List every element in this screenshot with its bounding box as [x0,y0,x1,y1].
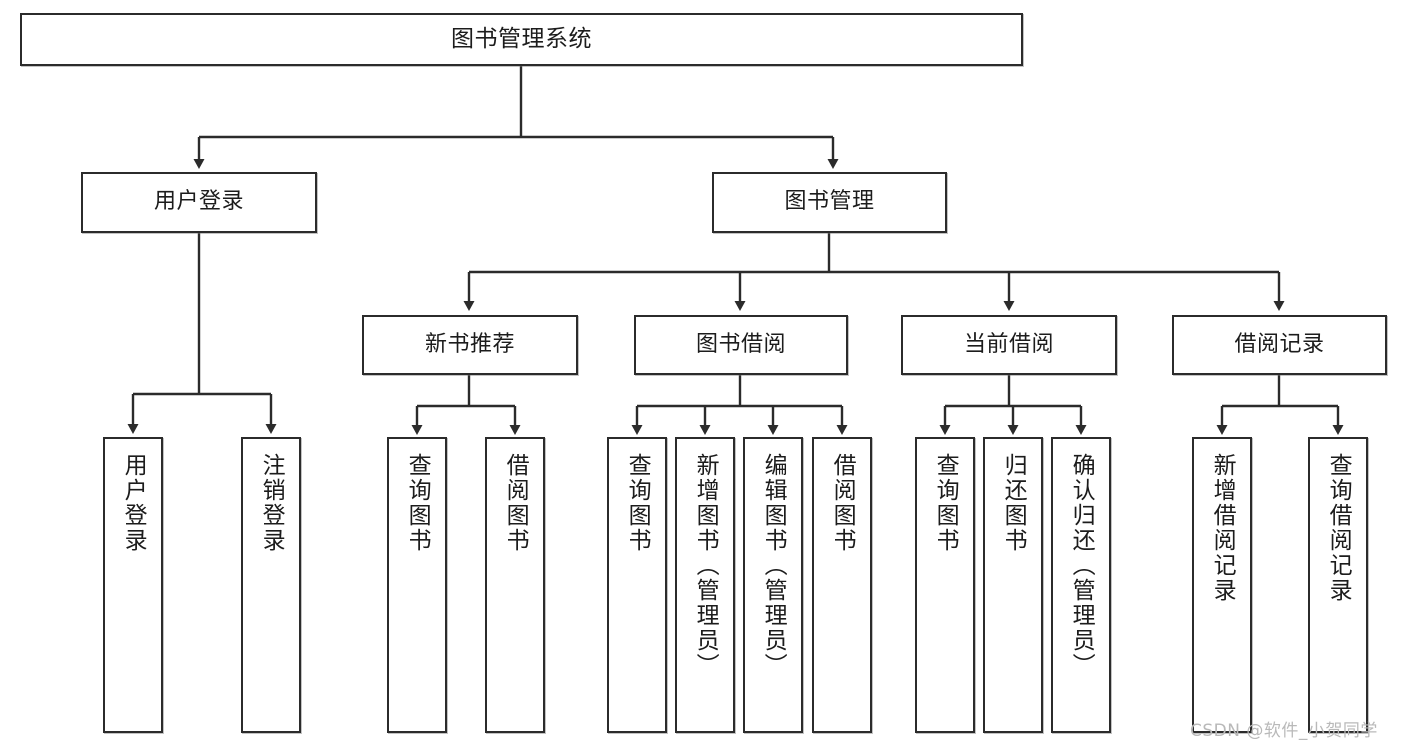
leaf-user-login-login[interactable]: 用户登录 [103,437,163,733]
node-label: 借阅图书 [502,453,529,553]
node-label: 新增借阅记录 [1209,453,1236,603]
leaf-current-borrow-confirm-return-admin[interactable]: 确认归还（管理员） [1051,437,1111,733]
node-label: 查询图书 [404,453,431,553]
node-label: 借阅记录 [1234,331,1325,357]
node-borrowing-record[interactable]: 借阅记录 [1172,315,1387,375]
leaf-book-borrow-edit-book-admin[interactable]: 编辑图书（管理员） [743,437,803,733]
node-label: 用户登录 [153,189,244,215]
leaf-borrow-record-query-record[interactable]: 查询借阅记录 [1308,437,1368,733]
node-label: 查询借阅记录 [1325,453,1352,603]
csdn-watermark: CSDN @软件_小贺同学 [1190,721,1378,741]
node-label: 借阅图书 [829,453,856,553]
node-label: 确认归还（管理员） [1068,453,1095,678]
node-label: 注销登录 [258,453,285,553]
node-book-borrowing[interactable]: 图书借阅 [634,315,848,375]
leaf-new-book-query-book[interactable]: 查询图书 [387,437,447,733]
node-label: 编辑图书（管理员） [760,453,787,678]
node-new-book-recommendation[interactable]: 新书推荐 [362,315,578,375]
node-label: 新书推荐 [424,331,515,357]
node-label: 查询图书 [624,453,651,553]
leaf-current-borrow-return-book[interactable]: 归还图书 [983,437,1043,733]
node-label: 当前借阅 [963,331,1054,357]
leaf-book-borrow-borrow-book[interactable]: 借阅图书 [812,437,872,733]
leaf-book-borrow-query-book[interactable]: 查询图书 [607,437,667,733]
node-label: 归还图书 [1000,453,1027,553]
node-label: 新增图书（管理员） [692,453,719,678]
leaf-current-borrow-query-book[interactable]: 查询图书 [915,437,975,733]
leaf-new-book-borrow-book[interactable]: 借阅图书 [485,437,545,733]
node-current-borrowing[interactable]: 当前借阅 [901,315,1117,375]
node-label: 图书管理系统 [451,26,592,53]
node-label: 图书借阅 [695,331,786,357]
node-user-login[interactable]: 用户登录 [81,172,317,233]
node-root-book-management-system[interactable]: 图书管理系统 [20,13,1023,66]
node-book-management[interactable]: 图书管理 [712,172,947,233]
leaf-book-borrow-add-book-admin[interactable]: 新增图书（管理员） [675,437,735,733]
leaf-borrow-record-add-record[interactable]: 新增借阅记录 [1192,437,1252,733]
leaf-user-login-logout[interactable]: 注销登录 [241,437,301,733]
node-label: 查询图书 [932,453,959,553]
node-label: 用户登录 [120,453,147,553]
node-label: 图书管理 [784,189,875,215]
